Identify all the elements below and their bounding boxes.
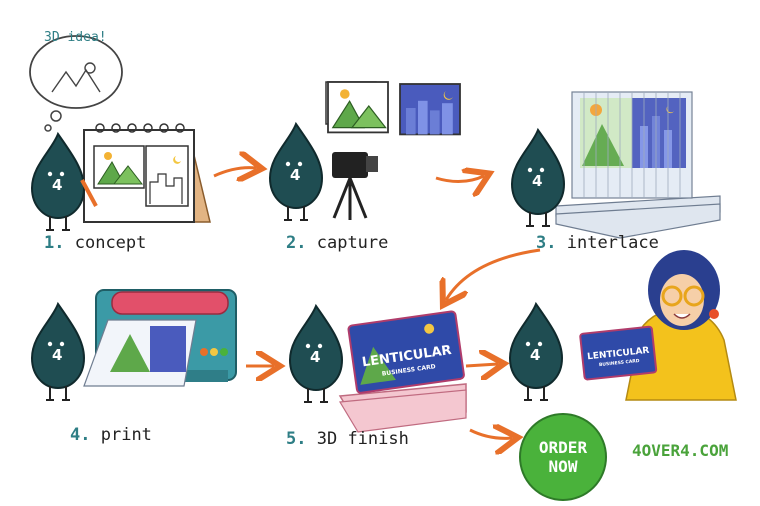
svg-text:4: 4 — [52, 176, 62, 194]
arrow-1-to-2 — [213, 168, 256, 176]
step-label-1: 1. concept — [44, 233, 146, 253]
step-text-5: 3D finish — [316, 429, 409, 449]
step-3-interlace-illustration: 4 — [511, 91, 721, 239]
svg-text:4: 4 — [532, 172, 542, 190]
step-number-4: 4. — [70, 425, 91, 445]
step-5-finish-illustration: LENTICULAR BUSINESS CARD 4 — [289, 305, 467, 433]
svg-text:4: 4 — [310, 348, 320, 366]
step-4-print-illustration: 4 — [31, 289, 237, 401]
step-label-2: 2. capture — [286, 233, 388, 253]
step-text-1: concept — [74, 233, 147, 253]
order-line-2: NOW — [548, 457, 578, 476]
arrow-5-to-6 — [465, 364, 498, 366]
svg-text:4: 4 — [52, 346, 62, 364]
step-text-3: interlace — [566, 233, 659, 253]
svg-text:4: 4 — [290, 166, 300, 184]
step-label-5: 5. 3D finish — [286, 429, 409, 449]
arrow-2-to-3 — [435, 176, 484, 182]
arrow-3-to-next — [446, 248, 541, 300]
step-2-capture-illustration: 4 — [269, 81, 461, 221]
camera — [332, 152, 368, 178]
step-label-3: 3. interlace — [536, 233, 659, 253]
lenticular-card-customer: LENTICULAR BUSINESS CARD — [579, 325, 658, 381]
brand-url[interactable]: 4OVER4.COM — [632, 441, 729, 460]
thought-bubble-text: 3D idea! — [44, 30, 107, 45]
step-text-2: capture — [316, 233, 389, 253]
arrow-to-order — [469, 430, 512, 438]
customer-illustration: LENTICULAR BUSINESS CARD 4 — [509, 250, 737, 401]
lenticular-card-step-5: LENTICULAR BUSINESS CARD — [347, 310, 465, 394]
svg-text:4: 4 — [530, 346, 540, 364]
step-number-2: 2. — [286, 233, 307, 253]
step-number-5: 5. — [286, 429, 307, 449]
step-1-concept-illustration: 4 — [29, 35, 211, 231]
step-text-4: print — [100, 425, 152, 445]
step-label-4: 4. print — [70, 425, 152, 445]
step-number-1: 1. — [44, 233, 65, 253]
order-now-button[interactable]: ORDER NOW — [519, 413, 607, 501]
step-number-3: 3. — [536, 233, 557, 253]
thought-bubble — [29, 35, 123, 109]
card-subtitle-customer: BUSINESS CARD — [599, 358, 640, 368]
order-line-1: ORDER — [538, 438, 588, 457]
